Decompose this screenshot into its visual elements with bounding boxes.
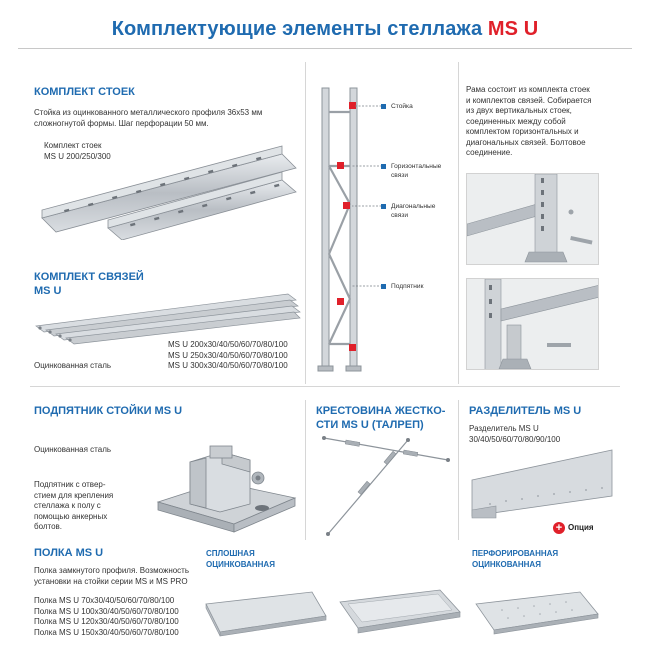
frame-desc-line: соединение.	[466, 148, 513, 157]
razdelitel-desc-line: 30/40/50/60/70/80/90/100	[469, 434, 561, 444]
shelf-type-perforated: ПЕРФОРИРОВАННАЯ ОЦИНКОВАННАЯ	[472, 548, 558, 570]
shelf-solid-flat-image	[339, 589, 461, 634]
callout-diagonal: Диагональные связи	[391, 203, 436, 219]
svyazi-heading: КОМПЛЕКТ СВЯЗЕЙ MS U	[34, 270, 144, 298]
base-plate-image	[156, 445, 297, 533]
callout-dot-diagonal	[381, 204, 386, 209]
stoiki-label-line: MS U 200/250/300	[44, 151, 111, 161]
page-title-accent: MS U	[487, 18, 539, 40]
razdelitel-desc-line: Разделитель MS U	[469, 424, 539, 433]
stoiki-label-line: Комплект стоек	[44, 141, 102, 150]
assembly-photo-1	[466, 173, 599, 265]
assembly-photo-2	[466, 278, 599, 370]
callout-horizontal: Горизонтальные связи	[391, 163, 442, 179]
divider-mid-2	[458, 400, 459, 540]
callout-marker-horizontal	[337, 162, 344, 169]
callout-foot: Подпятник	[391, 283, 424, 290]
page-title-main: Комплектующие элементы стеллажа	[111, 18, 488, 40]
svyazi-material: Оцинкованная сталь	[34, 361, 112, 370]
frame-desc-line: из двух вертикальных стоек,	[466, 106, 572, 115]
divider-top-middle	[305, 62, 306, 384]
polka-desc-line: установки на стойки серии MS и MS PRO	[34, 576, 188, 586]
shelf-solid-image	[205, 591, 327, 637]
callout-marker-foot-2	[349, 344, 356, 351]
shelf-type-solid: СПЛОШНАЯ ОЦИНКОВАННАЯ	[206, 548, 275, 570]
divider-panel-image	[471, 449, 613, 519]
cross-brace-image	[322, 436, 450, 536]
krestovina-heading-line: КРЕСТОВИНА ЖЕСТКО-	[316, 405, 446, 417]
divider-top-right	[458, 62, 459, 384]
stoiki-description: Стойка из оцинкованного металлического п…	[34, 108, 294, 129]
polka-heading: ПОЛКА MS U	[34, 547, 104, 559]
polka-size: Полка MS U 70x30/40/50/60/70/80/100	[34, 596, 175, 605]
krestovina-heading: КРЕСТОВИНА ЖЕСТКО- СТИ MS U (ТАЛРЕП)	[316, 404, 456, 432]
polka-description: Полка замкнутого профиля. Возможность ус…	[34, 566, 204, 587]
polka-size: Полка MS U 150x30/40/50/60/70/80/100	[34, 627, 179, 637]
frame-desc-line: комплектом горизонтальных и	[466, 127, 579, 136]
callout-marker-foot	[337, 298, 344, 305]
frame-desc-line: диагональных связей. Болтовое	[466, 137, 586, 147]
frame-desc-line: соединенных между собой	[466, 116, 566, 126]
polka-size: Полка MS U 100x30/40/50/60/70/80/100	[34, 606, 179, 616]
razdelitel-description: Разделитель MS U 30/40/50/60/70/80/90/10…	[469, 424, 560, 445]
svyazi-size: MS U 250x30/40/50/60/70/80/100	[168, 350, 288, 360]
polka-size: Полка MS U 120x30/40/50/60/70/80/100	[34, 617, 179, 626]
podpyatnik-desc-line: болтов.	[34, 522, 63, 531]
frame-image	[317, 87, 362, 372]
podpyatnik-heading: ПОДПЯТНИК СТОЙКИ MS U	[34, 405, 183, 417]
frame-description: Рама состоит из комплекта стоек и компле…	[466, 85, 616, 159]
svyazi-size: MS U 200x30/40/50/60/70/80/100	[168, 340, 288, 349]
callout-dot-upright	[381, 104, 386, 109]
shelf-type-solid-line: ОЦИНКОВАННАЯ	[206, 560, 275, 569]
callout-upright: Стойка	[391, 103, 413, 110]
callout-dot-horizontal	[381, 164, 386, 169]
podpyatnik-desc-line: Подпятник с отвер-	[34, 480, 106, 489]
shelf-perforated-image	[475, 591, 599, 635]
svyazi-heading-line: MS U	[34, 285, 62, 297]
shelf-type-perforated-line: ОЦИНКОВАННАЯ	[472, 560, 541, 569]
polka-desc-line: Полка замкнутого профиля. Возможность	[34, 566, 190, 575]
razdelitel-heading: РАЗДЕЛИТЕЛЬ MS U	[469, 405, 582, 417]
stoiki-heading: КОМПЛЕКТ СТОЕК	[34, 86, 135, 98]
stoiki-desc-line: сложногнутой формы. Шаг перфорации 50 мм…	[34, 118, 209, 128]
podpyatnik-description: Подпятник с отвер- стием для крепления с…	[34, 480, 134, 533]
uprights-image	[41, 145, 297, 240]
callout-marker-upright	[349, 102, 356, 109]
page-title: Комплектующие элементы стеллажа MS U	[0, 18, 650, 41]
title-divider	[18, 48, 632, 49]
frame-desc-line: Рама состоит из комплекта стоек	[466, 85, 590, 94]
bracing-image	[35, 293, 301, 345]
podpyatnik-desc-line: стеллажа к полу с	[34, 501, 101, 510]
callout-leaders	[352, 105, 382, 287]
callout-marker-diagonal	[343, 202, 350, 209]
shelf-type-solid-line: СПЛОШНАЯ	[206, 549, 255, 558]
stoiki-label: Комплект стоек MS U 200/250/300	[44, 141, 111, 162]
divider-mid-1	[305, 400, 306, 540]
option-label: Опция	[568, 523, 594, 532]
callout-dot-foot	[381, 284, 386, 289]
podpyatnik-desc-line: стием для крепления	[34, 490, 114, 500]
polka-sizes: Полка MS U 70x30/40/50/60/70/80/100 Полк…	[34, 596, 179, 638]
divider-row	[30, 386, 620, 387]
svyazi-heading-line: КОМПЛЕКТ СВЯЗЕЙ	[34, 271, 144, 283]
frame-desc-line: и комплектов связей. Собирается	[466, 95, 592, 105]
svyazi-sizes: MS U 200x30/40/50/60/70/80/100 MS U 250x…	[168, 340, 288, 372]
podpyatnik-material: Оцинкованная сталь	[34, 445, 112, 454]
shelf-type-perforated-line: ПЕРФОРИРОВАННАЯ	[472, 549, 559, 558]
stoiki-desc-line: Стойка из оцинкованного металлического п…	[34, 108, 263, 117]
podpyatnik-desc-line: помощью анкерных	[34, 511, 108, 521]
krestovina-heading-line: СТИ MS U (ТАЛРЕП)	[316, 419, 424, 431]
svyazi-size: MS U 300x30/40/50/60/70/80/100	[168, 361, 288, 370]
option-plus-icon: +	[553, 522, 565, 534]
